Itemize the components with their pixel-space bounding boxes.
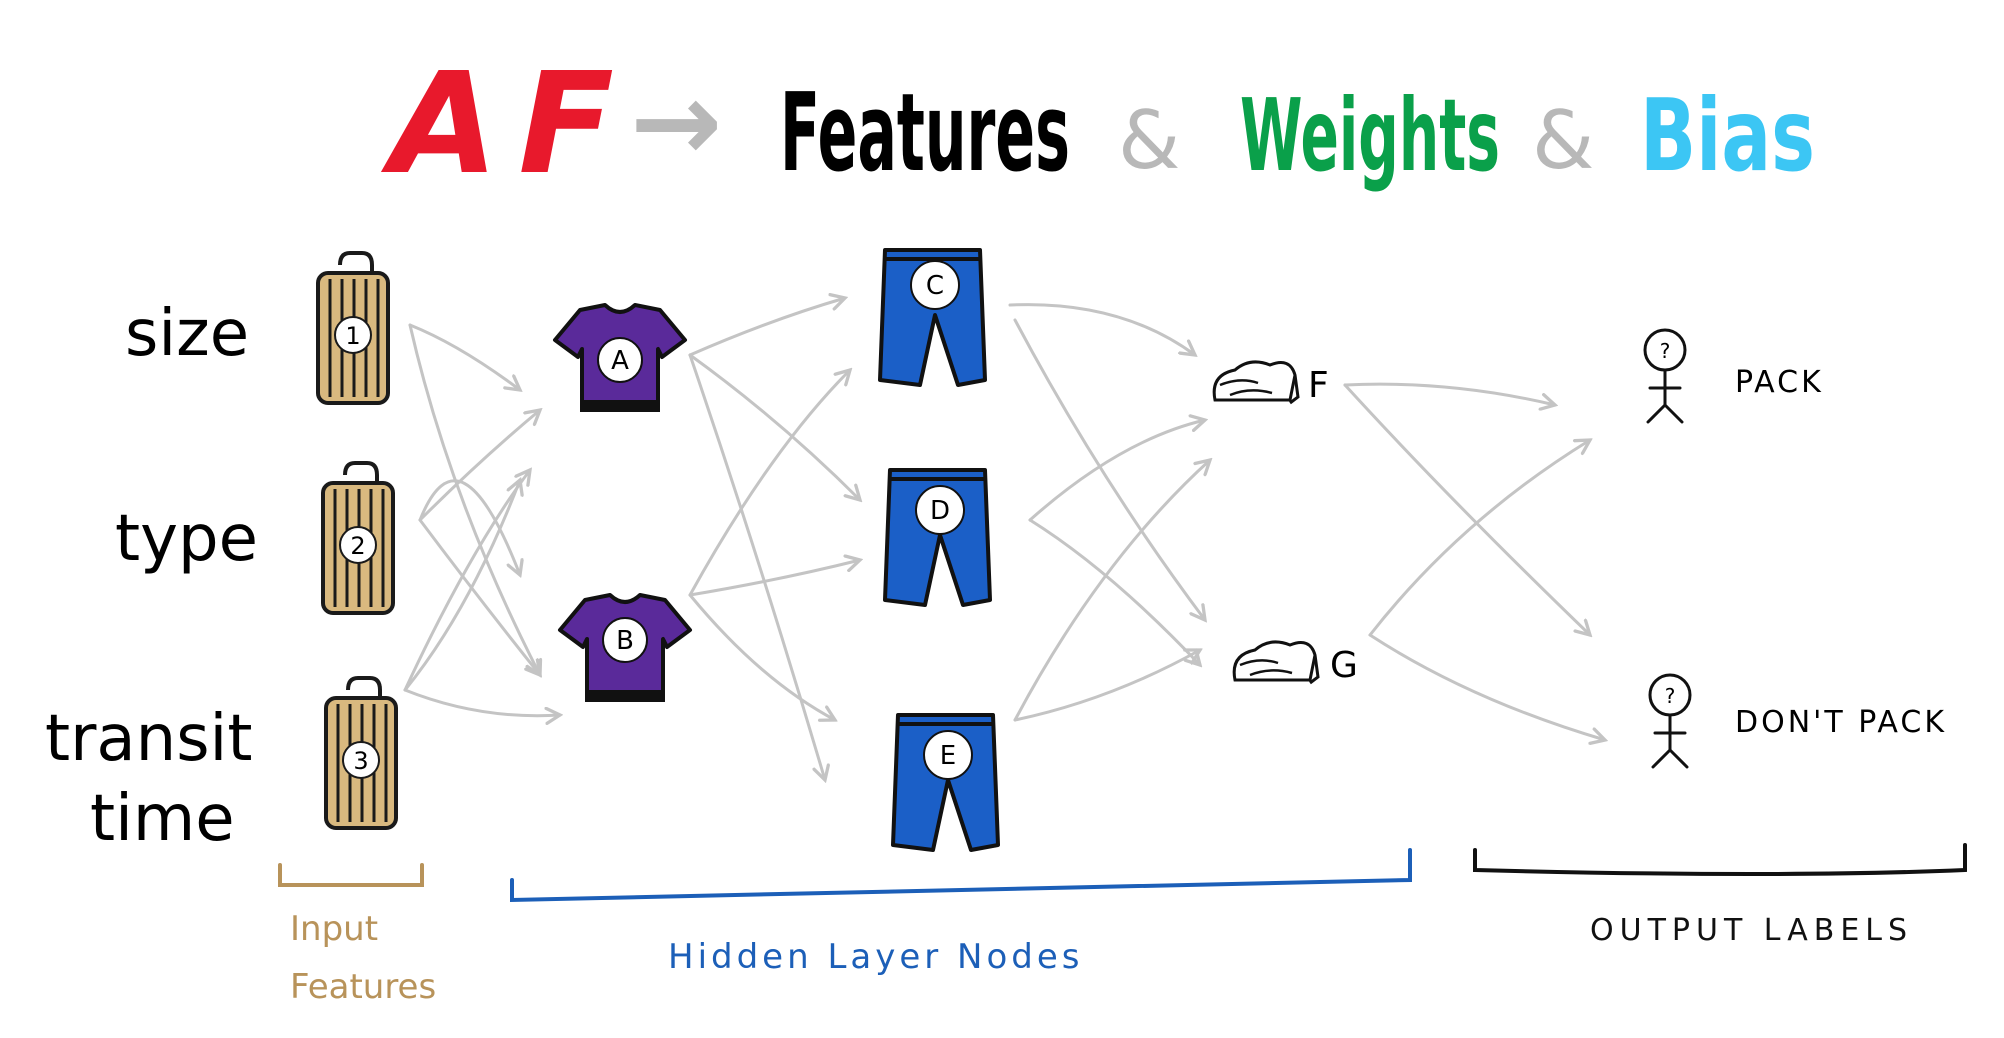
edge xyxy=(1013,460,1210,722)
title-arrow: → xyxy=(630,58,722,186)
pants-label: E xyxy=(940,741,956,771)
luggage-icon: 2 xyxy=(321,461,395,615)
edge xyxy=(408,323,540,675)
bread-label: G xyxy=(1330,645,1358,686)
tshirt-icon: A xyxy=(553,303,687,412)
pants-label: C xyxy=(926,271,944,301)
input-node-label: 3 xyxy=(353,747,368,775)
title-amp-1: & xyxy=(1118,94,1180,187)
brackets xyxy=(278,843,1967,903)
luggage-icon: 3 xyxy=(324,676,398,830)
tshirt-icon: B xyxy=(558,593,692,702)
pants-label: D xyxy=(930,496,950,526)
input-features-label: Input Features xyxy=(290,909,436,1007)
title-af: AF xyxy=(380,43,634,206)
output-question-mark: ? xyxy=(1660,339,1671,363)
input-labels: size type transit time xyxy=(45,297,258,856)
bread-label: F xyxy=(1308,365,1329,406)
edge xyxy=(1028,420,1205,522)
input-label-time: time xyxy=(90,782,235,856)
edge xyxy=(688,593,835,720)
edge xyxy=(1028,518,1200,665)
stick-figure-icon: ? xyxy=(1643,328,1687,424)
edge xyxy=(1013,650,1200,722)
output-nodes: ? PACK ? DON'T PACK xyxy=(1643,328,1947,769)
edge xyxy=(403,480,520,692)
edge xyxy=(688,353,860,500)
bread-icon: G xyxy=(1232,640,1358,686)
input-bracket xyxy=(278,863,424,887)
connection-edges xyxy=(403,298,1605,780)
input-node-label: 2 xyxy=(350,532,365,560)
output-bracket xyxy=(1473,843,1967,876)
hidden-pants: C D E xyxy=(878,248,1000,852)
pants-icon: E xyxy=(891,713,1000,852)
edge xyxy=(1008,303,1195,355)
input-label-size: size xyxy=(125,297,249,371)
output-question-mark: ? xyxy=(1665,684,1676,708)
edge xyxy=(1013,318,1205,620)
title-amp-2: & xyxy=(1532,94,1594,187)
input-features-line-2: Features xyxy=(290,967,436,1007)
pants-icon: D xyxy=(883,468,992,607)
pants-icon: C xyxy=(878,248,987,387)
stick-figure-icon: ? xyxy=(1648,673,1692,769)
hidden-bread: F G xyxy=(1212,360,1358,686)
output-labels-label: OUTPUT LABELS xyxy=(1590,913,1913,948)
edge xyxy=(1343,382,1555,405)
input-label-type: type xyxy=(115,502,258,576)
input-features-line-1: Input xyxy=(290,909,378,949)
bread-icon: F xyxy=(1212,360,1329,406)
edge xyxy=(688,353,825,780)
hidden-bracket xyxy=(510,848,1412,903)
hidden-layer-label: Hidden Layer Nodes xyxy=(668,937,1084,977)
output-label-pack: PACK xyxy=(1735,365,1824,400)
edge xyxy=(1343,383,1590,635)
title: AF → Features & Weights & Bias xyxy=(380,43,1815,206)
output-label-dont-pack: DON'T PACK xyxy=(1735,705,1947,740)
input-nodes: 1 2 3 xyxy=(316,251,398,830)
edge xyxy=(418,410,540,522)
edge xyxy=(688,560,860,597)
edge xyxy=(418,518,540,675)
edge xyxy=(1368,633,1605,740)
input-node-label: 1 xyxy=(345,322,360,350)
luggage-icon: 1 xyxy=(316,251,390,405)
title-bias: Bias xyxy=(1640,77,1815,194)
bracket-labels: Input Features Hidden Layer Nodes OUTPUT… xyxy=(290,909,1913,1007)
edge xyxy=(688,298,845,357)
shirt-label: B xyxy=(616,626,634,656)
input-label-transit: transit xyxy=(45,702,252,776)
title-weights: Weights xyxy=(1240,77,1500,194)
edge xyxy=(688,370,850,597)
edge xyxy=(408,323,520,390)
shirt-label: A xyxy=(611,346,629,376)
edge xyxy=(418,479,520,575)
edge xyxy=(403,688,560,716)
hidden-shirts: A B xyxy=(553,303,692,702)
title-features: Features xyxy=(780,71,1070,196)
edge xyxy=(1368,440,1590,637)
